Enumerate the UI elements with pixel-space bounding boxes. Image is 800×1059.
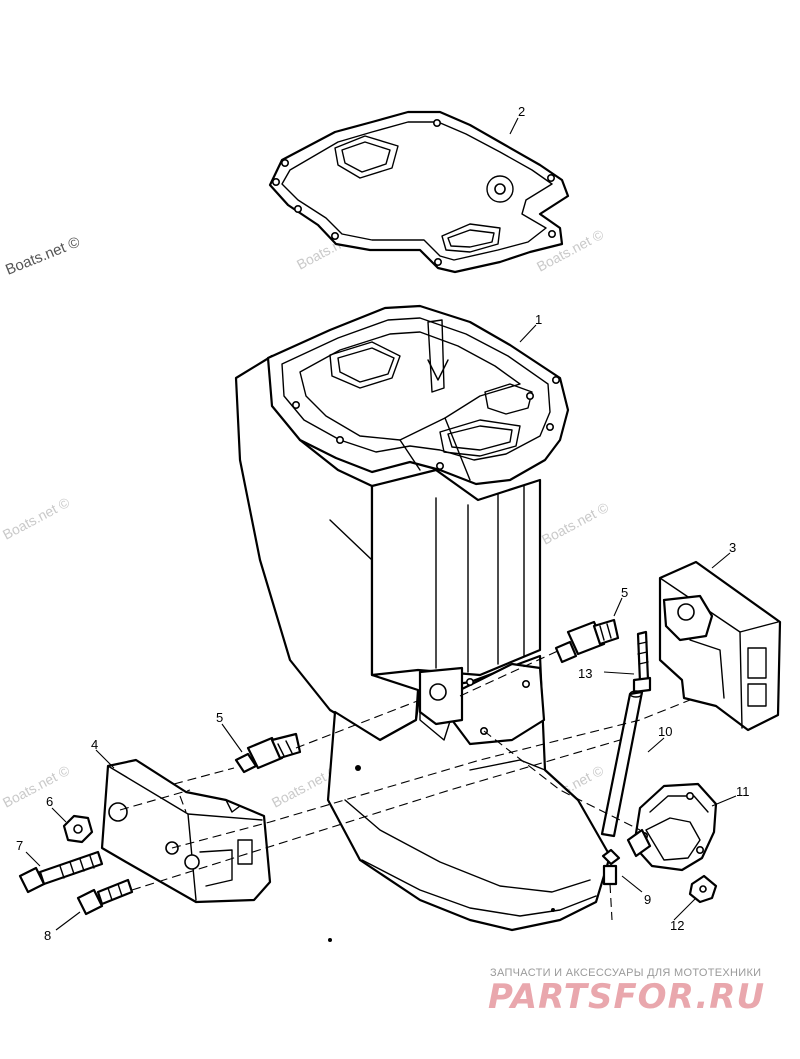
- watermark-boats: Boats.net ©: [539, 499, 612, 548]
- callout-numbers: 2 1 3 4 5 5 6 7 8 9 10 11 12 13: [16, 104, 750, 943]
- drive-shaft-housing-part-1: [234, 304, 612, 942]
- callout-5-right: 5: [621, 585, 628, 600]
- branding-logo: PARTSFOR.RU: [488, 977, 765, 1017]
- pump-cover-part-11: [626, 782, 718, 872]
- hose-part-10: [600, 690, 644, 838]
- stud-bolt-part-5: [554, 618, 620, 664]
- callout-12: 12: [670, 918, 684, 933]
- nut-part-6: [62, 814, 94, 844]
- gasket-part-2: [268, 110, 570, 274]
- callout-8: 8: [44, 928, 51, 943]
- partsfor-branding: ЗАПЧАСТИ И АКСЕССУАРЫ ДЛЯ МОТОТЕХНИКИ PA…: [488, 967, 765, 1017]
- stud-bolt-part-5: [234, 732, 302, 774]
- callout-7: 7: [16, 838, 23, 853]
- callout-10: 10: [658, 724, 672, 739]
- callout-leaders: [25, 117, 737, 931]
- callout-13: 13: [578, 666, 592, 681]
- callout-9: 9: [644, 892, 651, 907]
- mount-bracket-part-4: [100, 758, 272, 904]
- watermark-boats: Boats.net ©: [0, 494, 73, 543]
- screw-part-12: [688, 874, 718, 904]
- branding-subtitle: ЗАПЧАСТИ И АКСЕССУАРЫ ДЛЯ МОТОТЕХНИКИ: [490, 967, 761, 979]
- watermark-boats-dark: Boats.net ©: [3, 233, 82, 278]
- callout-6: 6: [46, 794, 53, 809]
- callout-1: 1: [535, 312, 542, 327]
- callout-3: 3: [729, 540, 736, 555]
- fitting-part-9: [601, 848, 621, 886]
- callout-2: 2: [518, 104, 525, 119]
- watermark-boats: Boats.net ©: [0, 762, 73, 811]
- callout-4: 4: [91, 737, 98, 752]
- alignment-lines: [119, 649, 691, 921]
- bolt-part-7: [18, 850, 104, 894]
- mount-bracket-part-3: [658, 560, 782, 732]
- bolt-part-8: [76, 878, 134, 916]
- callout-5-left: 5: [216, 710, 223, 725]
- fitting-part-13: [632, 630, 652, 694]
- callout-11: 11: [736, 784, 750, 799]
